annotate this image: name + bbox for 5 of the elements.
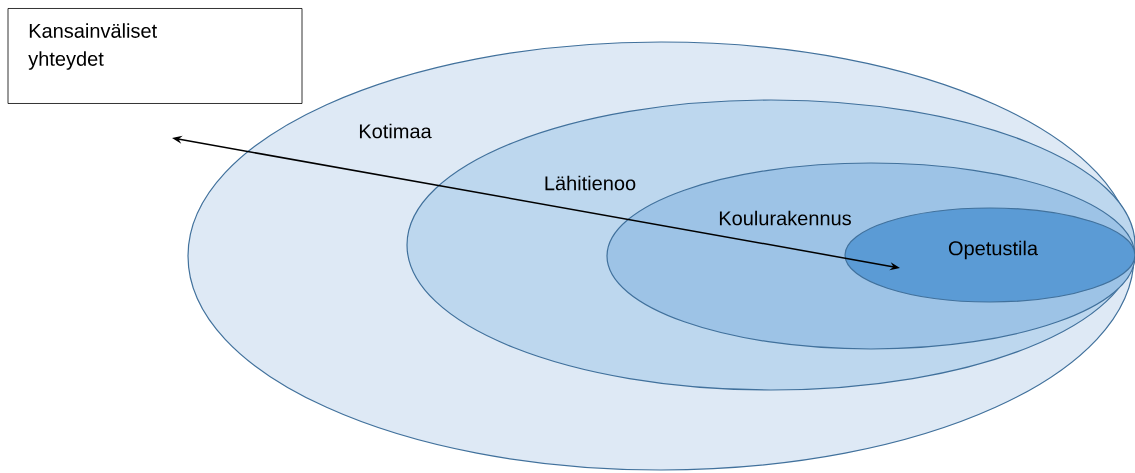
ellipse-label: Lähitienoo bbox=[545, 175, 636, 191]
ellipse-label: Opetustila bbox=[948, 240, 1038, 260]
text-box: Kansainväliset yhteydet bbox=[7, 8, 303, 104]
ellipse-label: Koulurakennus bbox=[719, 210, 851, 226]
ellipse-label: Kotimaa bbox=[359, 123, 432, 139]
